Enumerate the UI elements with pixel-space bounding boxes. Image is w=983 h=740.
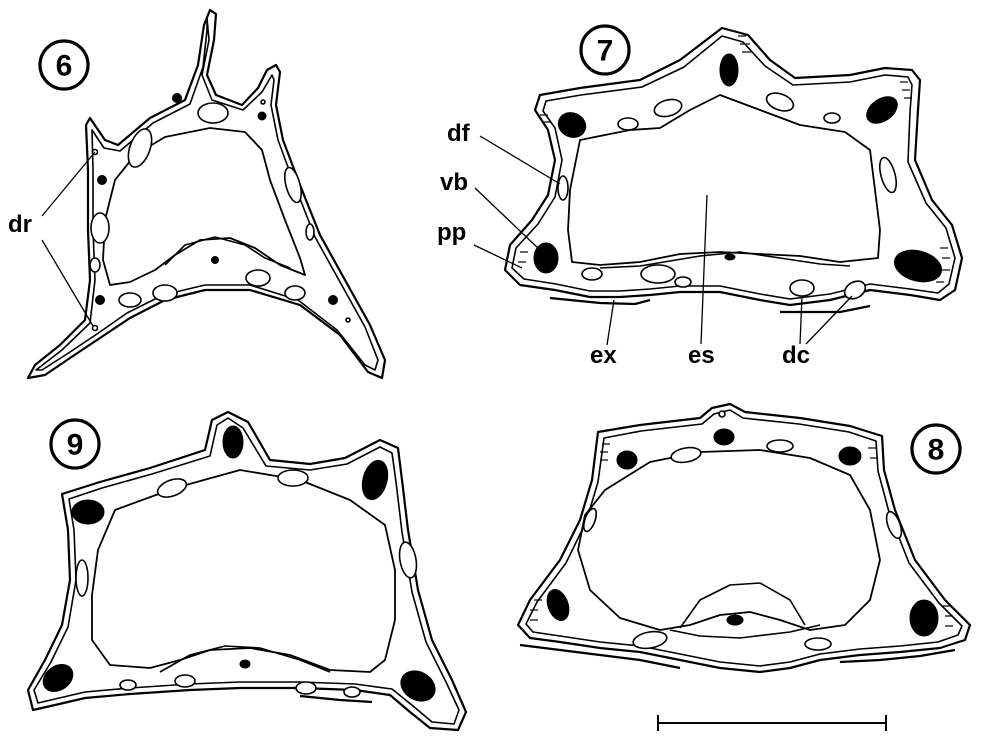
section-6-vascular-bundle [98, 176, 107, 185]
section-6-canal [246, 270, 270, 286]
label-ex: ex [590, 342, 617, 369]
section-8-vascular-bundle [617, 451, 637, 469]
section-9-vascular-bundle [223, 426, 243, 458]
section-8-canal [767, 440, 793, 452]
section-7-vascular-bundle [554, 108, 590, 142]
section-7-canal [558, 176, 568, 200]
section-6-dorsal-ridge-pore [93, 326, 98, 331]
panel-number-6: 6 [56, 50, 73, 83]
section-7-exine-fragment [780, 306, 870, 312]
section-8-vascular-bundle [910, 600, 938, 636]
section-7-canal [824, 113, 840, 123]
section-8-floor-line [670, 625, 820, 638]
section-9-exine-fragment [300, 696, 372, 702]
section-7-canal [582, 268, 602, 280]
leader-vb [475, 188, 540, 250]
section-9-vascular-bundle [38, 659, 78, 697]
leader-df [480, 136, 560, 184]
section-7-canal [841, 278, 868, 303]
section-6-canal [91, 213, 109, 243]
section-8-canal [632, 629, 668, 651]
section-6-vascular-bundle [329, 296, 338, 305]
section-9-canal [278, 470, 308, 486]
section-9-canal [175, 675, 195, 687]
label-dr: dr [8, 211, 32, 238]
section-6-dorsal-bulge [165, 237, 290, 268]
section-8-canal [805, 638, 831, 650]
label-dc: dc [782, 342, 810, 369]
section-7-floor-line [600, 252, 850, 268]
section-8-vascular-bundle [714, 429, 734, 445]
section-9-vascular-bundle [240, 660, 250, 668]
section-6-dorsal-ridge-pore [346, 318, 350, 322]
section-9-vascular-bundle [72, 500, 104, 524]
section-9-cavity [92, 470, 395, 672]
section-7-canal [675, 277, 691, 287]
section-6-canal [153, 285, 177, 301]
section-6-canal [90, 258, 100, 272]
section-8: 8 [518, 404, 970, 672]
label-es: es [688, 342, 715, 369]
panel-number-8: 8 [928, 434, 945, 467]
section-6-dorsal-ridge-pore [261, 100, 265, 104]
section-6-canal [119, 293, 141, 307]
section-7-canal [618, 118, 638, 130]
section-6-vascular-bundle [212, 257, 219, 264]
section-7-vascular-bundle [862, 91, 902, 129]
section-6-vascular-bundle [173, 94, 182, 103]
section-8-pore [719, 411, 725, 417]
section-9-canal [296, 682, 316, 694]
section-9-canal [344, 687, 360, 697]
section-6-canal [198, 103, 228, 123]
section-9-vascular-bundle [358, 458, 392, 503]
section-6-canal [306, 224, 314, 240]
panel-number-7: 7 [597, 35, 614, 68]
section-7-vascular-bundle [725, 254, 735, 260]
panel-number-9: 9 [67, 429, 84, 462]
section-8-outer-wall [518, 404, 970, 672]
section-8-vascular-bundle [839, 447, 861, 465]
scale-bar [658, 715, 886, 731]
section-6-vascular-bundle [96, 296, 105, 305]
section-8-canal [670, 446, 702, 465]
leader-es [701, 195, 707, 344]
label-vb: vb [440, 169, 468, 196]
section-7-canal [641, 265, 675, 283]
section-6-vascular-bundle [258, 112, 266, 120]
section-9-canal [76, 560, 88, 596]
section-7-vascular-bundle [720, 54, 738, 86]
section-7-canal [764, 90, 796, 115]
section-9: 9 [28, 412, 466, 730]
section-6: 6 dr [8, 10, 385, 378]
section-6-canal [282, 166, 305, 204]
section-7-canal [790, 280, 814, 296]
section-8-cavity [578, 450, 880, 630]
section-8-vascular-bundle [543, 587, 573, 624]
section-9-canal [155, 475, 189, 500]
leader-ex [607, 300, 614, 345]
section-7-exine-fragment [550, 298, 650, 304]
section-9-vascular-bundle [395, 665, 440, 707]
label-pp: pp [437, 219, 466, 246]
section-9-canal [397, 541, 419, 579]
section-8-vascular-bundle [727, 615, 743, 625]
section-7-vascular-bundle [891, 245, 945, 286]
section-6-canal [285, 286, 305, 300]
section-9-canal [120, 680, 136, 690]
label-df: df [447, 120, 471, 147]
leader-dr-lower [42, 240, 93, 326]
section-7: 7 [437, 26, 962, 369]
section-7-canal [877, 156, 900, 194]
